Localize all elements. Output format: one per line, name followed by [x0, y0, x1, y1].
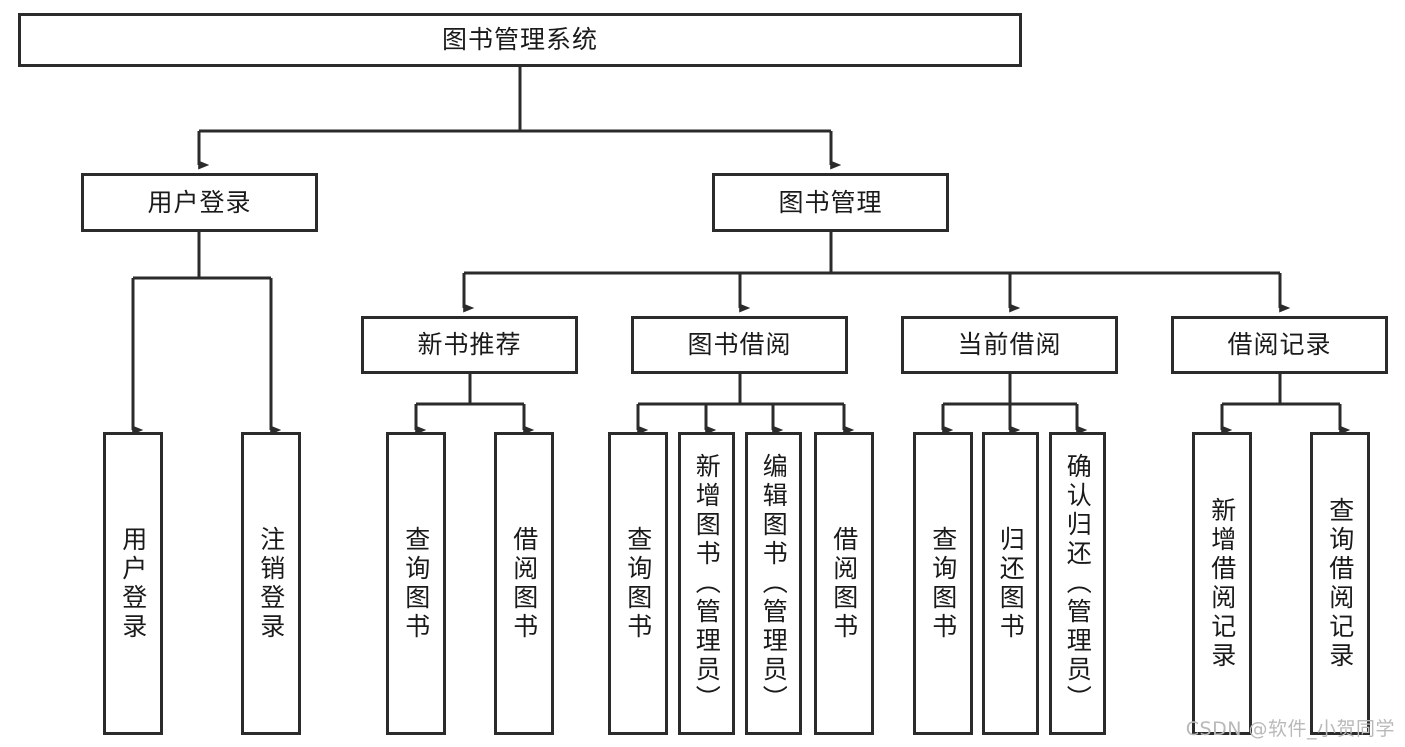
leaf-borrow-edit-book-admin[interactable]: 编辑图书（管理员） [745, 432, 802, 735]
node-label: 用户登录 [118, 525, 148, 642]
node-label: 归还图书 [996, 525, 1026, 642]
node-current-borrow[interactable]: 当前借阅 [901, 316, 1118, 374]
leaf-current-confirm-return-admin[interactable]: 确认归还（管理员） [1049, 432, 1106, 735]
node-label: 新增借阅记录 [1207, 496, 1237, 671]
leaf-current-return-book[interactable]: 归还图书 [982, 432, 1039, 735]
node-borrow-record[interactable]: 借阅记录 [1171, 316, 1388, 374]
node-label: 查询图书 [401, 525, 431, 642]
leaf-borrow-query-book[interactable]: 查询图书 [608, 432, 668, 735]
node-label: 借阅图书 [829, 525, 859, 642]
leaf-newbook-borrow-book[interactable]: 借阅图书 [494, 432, 554, 735]
node-new-book-recommend[interactable]: 新书推荐 [361, 316, 578, 374]
node-label: 查询图书 [623, 525, 653, 642]
leaf-user-login[interactable]: 用户登录 [103, 432, 163, 735]
node-label: 图书管理系统 [441, 25, 598, 55]
node-label: 查询借阅记录 [1325, 496, 1355, 671]
node-label: 确认归还（管理员） [1063, 453, 1093, 714]
node-label: 图书管理 [778, 187, 883, 217]
node-label: 编辑图书（管理员） [759, 453, 789, 714]
leaf-newbook-query-book[interactable]: 查询图书 [386, 432, 446, 735]
watermark-text: CSDN @软件_小贺同学 [1185, 718, 1395, 740]
node-label: 查询图书 [928, 525, 958, 642]
leaf-current-query-book[interactable]: 查询图书 [913, 432, 973, 735]
node-label: 新增图书（管理员） [692, 453, 722, 714]
node-book-management[interactable]: 图书管理 [712, 173, 949, 232]
node-label: 借阅图书 [509, 525, 539, 642]
node-root-system[interactable]: 图书管理系统 [18, 13, 1022, 67]
node-label: 当前借阅 [957, 330, 1062, 360]
node-label: 用户登录 [147, 187, 252, 217]
node-label: 借阅记录 [1227, 330, 1332, 360]
leaf-record-query-record[interactable]: 查询借阅记录 [1310, 432, 1370, 735]
node-user-login[interactable]: 用户登录 [81, 173, 318, 232]
node-label: 注销登录 [256, 525, 286, 642]
leaf-record-add-record[interactable]: 新增借阅记录 [1192, 432, 1252, 735]
leaf-user-logout[interactable]: 注销登录 [241, 432, 301, 735]
leaf-borrow-add-book-admin[interactable]: 新增图书（管理员） [678, 432, 735, 735]
node-label: 图书借阅 [687, 330, 792, 360]
leaf-borrow-borrow-book[interactable]: 借阅图书 [814, 432, 874, 735]
node-label: 新书推荐 [417, 330, 522, 360]
node-book-borrow[interactable]: 图书借阅 [631, 316, 848, 374]
